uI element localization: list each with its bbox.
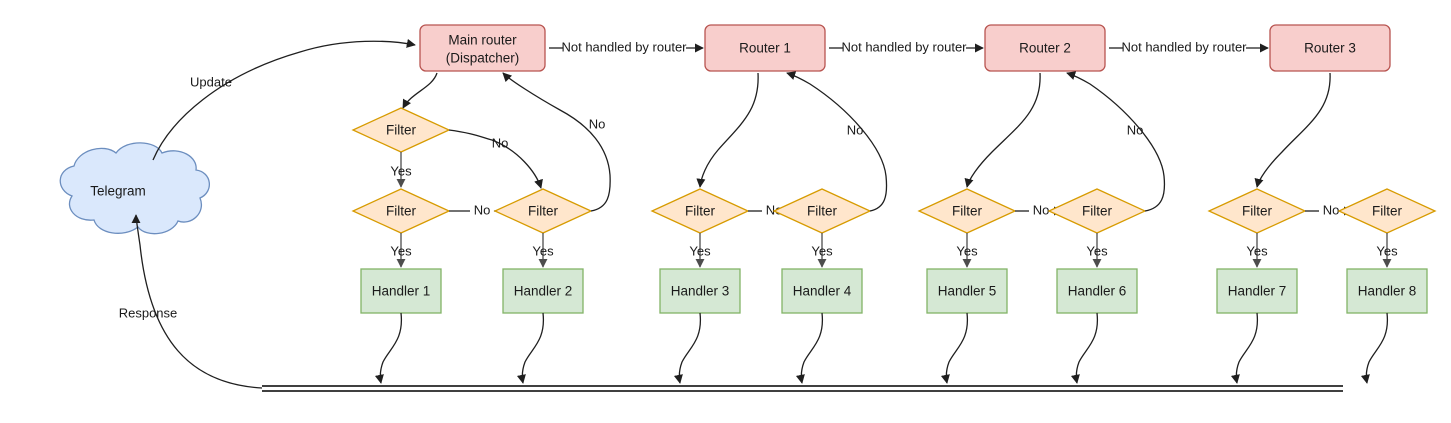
handler-2-node[interactable]: Handler 2	[502, 268, 584, 314]
edge-main-router-to-filter-top	[402, 72, 438, 109]
edge-label-yes-3: Yes	[689, 243, 711, 258]
filter-7-node[interactable]: Filter	[1207, 188, 1307, 234]
edge-label-yes-5: Yes	[956, 243, 978, 258]
router-2-box	[984, 24, 1106, 72]
filter-1-node[interactable]: Filter	[351, 188, 451, 234]
filter-5-label: Filter	[952, 204, 983, 219]
router-2-node[interactable]: Router 2	[984, 24, 1106, 72]
handler-5-box	[926, 268, 1008, 314]
main-router-box	[419, 24, 546, 72]
handler-3-node[interactable]: Handler 3	[659, 268, 741, 314]
filter-6-node[interactable]: Filter	[1047, 188, 1147, 234]
filter-4-label: Filter	[807, 204, 838, 219]
router-1-box	[704, 24, 826, 72]
edge-label-update: Update	[190, 74, 232, 89]
filter-2-label: Filter	[528, 204, 559, 219]
filter-4-node[interactable]: Filter	[772, 188, 872, 234]
handler-1-node[interactable]: Handler 1	[360, 268, 442, 314]
main-router-node[interactable]: Main router (Dispatcher)	[419, 24, 546, 72]
filter-8-node[interactable]: Filter	[1337, 188, 1437, 234]
filter-1-label: Filter	[386, 204, 417, 219]
edge-label-no-3: No	[1033, 202, 1050, 217]
edge-handler-3-to-bus	[673, 312, 702, 384]
router-1-node[interactable]: Router 1	[704, 24, 826, 72]
telegram-cloud-node[interactable]: Telegram	[59, 142, 210, 235]
main-router-label-line2: (Dispatcher)	[446, 51, 520, 66]
edge-label-no-2: No	[766, 202, 783, 217]
handler-8-label: Handler 8	[1358, 284, 1417, 299]
edge-label-yes-8: Yes	[1376, 243, 1398, 258]
edge-handler-5-to-bus	[940, 312, 969, 384]
edge-handler-1-to-bus	[374, 312, 403, 384]
edge-handler-6-to-bus	[1070, 312, 1099, 384]
edge-filter-top-no	[448, 129, 543, 189]
filter-3-label: Filter	[685, 204, 716, 219]
filter-top-node[interactable]: Filter	[351, 107, 451, 153]
edge-label-not-handled-2: Not handled by router	[841, 39, 967, 54]
filter-8-label: Filter	[1372, 204, 1403, 219]
handler-7-box	[1216, 268, 1298, 314]
handler-2-label: Handler 2	[514, 284, 573, 299]
handler-2-box	[502, 268, 584, 314]
handler-6-label: Handler 6	[1068, 284, 1127, 299]
handler-7-node[interactable]: Handler 7	[1216, 268, 1298, 314]
edge-response	[131, 214, 263, 389]
edge-handler-2-to-bus	[516, 312, 545, 384]
router-2-label: Router 2	[1019, 41, 1071, 56]
edge-update	[152, 38, 416, 161]
router-1-label: Router 1	[739, 41, 791, 56]
edge-label-yes-4: Yes	[811, 243, 833, 258]
handler-1-box	[360, 268, 442, 314]
handler-8-box	[1346, 268, 1428, 314]
edge-label-yes-1: Yes	[390, 243, 412, 258]
filter-top-label: Filter	[386, 123, 417, 138]
telegram-label: Telegram	[90, 184, 146, 199]
edge-filter-2-no-back-main	[502, 72, 611, 212]
edge-label-no-top: No	[492, 135, 509, 150]
edge-filter-4-no-back-router-1	[786, 71, 888, 212]
handler-7-label: Handler 7	[1228, 284, 1287, 299]
edge-label-yes-7: Yes	[1246, 243, 1268, 258]
filter-2-node[interactable]: Filter	[493, 188, 593, 234]
edge-router-3-to-filter-7	[1254, 72, 1331, 188]
handler-1-label: Handler 1	[372, 284, 431, 299]
handler-6-node[interactable]: Handler 6	[1056, 268, 1138, 314]
handler-3-box	[659, 268, 741, 314]
edge-router-1-to-filter-3	[696, 72, 759, 188]
handler-4-box	[781, 268, 863, 314]
edge-filter-6-no-back-router-2	[1066, 71, 1166, 212]
edge-router-2-to-filter-5	[964, 72, 1041, 188]
edge-label-no-4: No	[1323, 202, 1340, 217]
handler-3-label: Handler 3	[671, 284, 730, 299]
filter-3-node[interactable]: Filter	[650, 188, 750, 234]
edge-label-yes-6: Yes	[1086, 243, 1108, 258]
handler-5-node[interactable]: Handler 5	[926, 268, 1008, 314]
edge-label-response: Response	[119, 305, 178, 320]
edge-handler-8-to-bus	[1360, 312, 1389, 384]
edge-label-no-1: No	[474, 202, 491, 217]
handler-6-box	[1056, 268, 1138, 314]
cloud-icon	[59, 142, 210, 235]
filter-7-label: Filter	[1242, 204, 1273, 219]
edge-label-yes-2: Yes	[532, 243, 554, 258]
edge-label-not-handled-1: Not handled by router	[561, 39, 687, 54]
handler-8-node[interactable]: Handler 8	[1346, 268, 1428, 314]
edge-handler-7-to-bus	[1230, 312, 1259, 384]
filter-6-label: Filter	[1082, 204, 1113, 219]
handler-4-label: Handler 4	[793, 284, 852, 299]
edge-label-yes-top: Yes	[390, 163, 412, 178]
filter-5-node[interactable]: Filter	[917, 188, 1017, 234]
edge-label-no-back-1: No	[847, 122, 864, 137]
handler-5-label: Handler 5	[938, 284, 997, 299]
response-bus	[262, 385, 1343, 392]
edge-handler-4-to-bus	[795, 312, 824, 384]
edge-label-no-back-2: No	[1127, 122, 1144, 137]
main-router-label-line1: Main router	[448, 33, 517, 48]
edge-label-not-handled-3: Not handled by router	[1121, 39, 1247, 54]
router-3-node[interactable]: Router 3	[1269, 24, 1391, 72]
router-3-box	[1269, 24, 1391, 72]
handler-4-node[interactable]: Handler 4	[781, 268, 863, 314]
router-3-label: Router 3	[1304, 41, 1356, 56]
edge-label-no-back-main: No	[589, 116, 606, 131]
